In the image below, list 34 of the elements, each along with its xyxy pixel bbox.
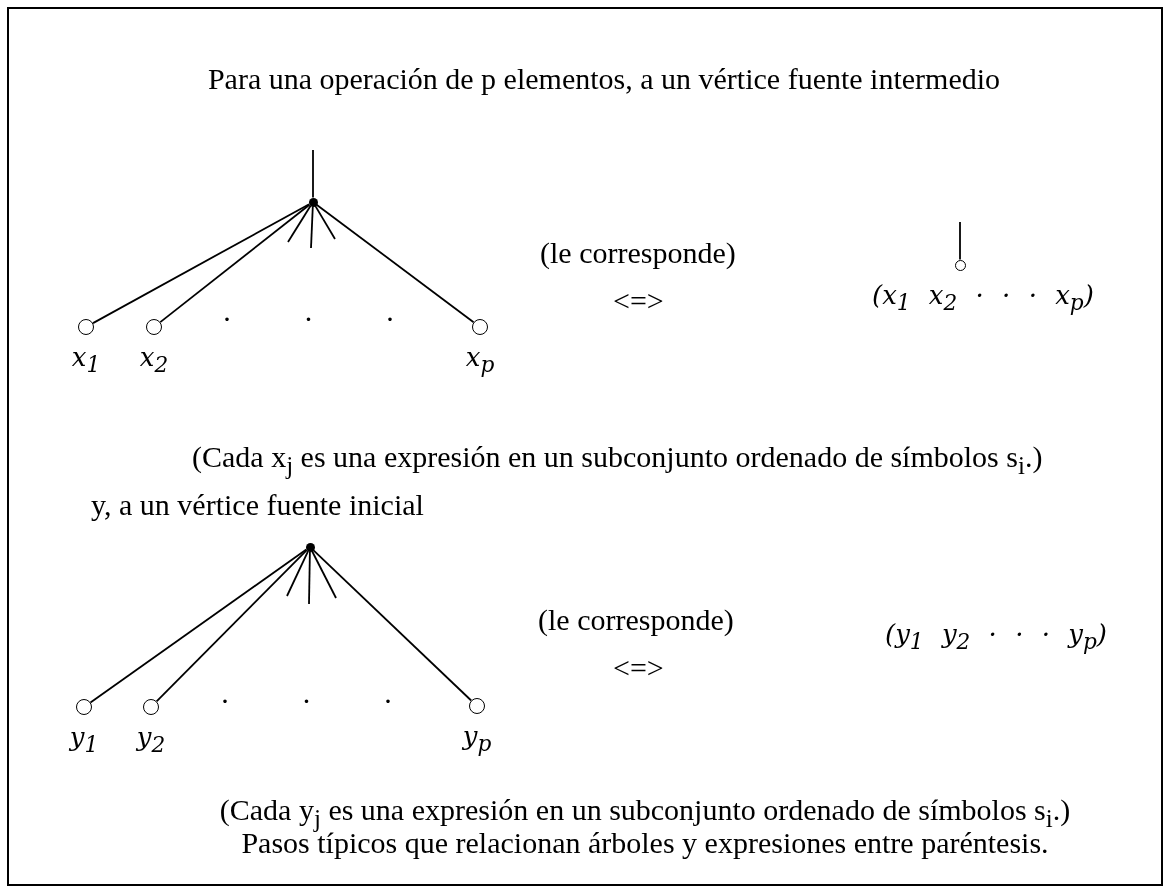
annotation-text: (le corresponde) (540, 236, 736, 270)
ellipsis-dots: · · · (222, 302, 395, 336)
branch-stub (959, 221, 961, 261)
ellipsis-dots: · · · (220, 684, 393, 718)
tree-edge (92, 203, 310, 324)
variable-label: x$_{2}$ (138, 341, 170, 380)
equivalence-symbol: <=> (613, 651, 664, 685)
variable-label: y$_{p}$ (461, 720, 493, 759)
equivalence-symbol: <=> (613, 284, 664, 318)
expression-text: (x$_{1}$ x$_{2}$ · · · x$_{p}$) (872, 280, 1094, 316)
variable-label: y$_{1}$ (68, 721, 100, 760)
title: Para una operación de p elementos, a un vértice fuente intermedio (207, 62, 1001, 96)
note-text: (Cada x$_{j}$ es una expresión en un subconjunto ordenado de símbolos s$_{i}$.) (192, 440, 1043, 480)
tree-edge (89, 548, 308, 704)
branch-stub (312, 149, 314, 199)
tree-edge (155, 549, 308, 703)
subheading-text: y, a un vértice fuente inicial (91, 488, 424, 522)
vertex-dot (308, 197, 318, 207)
tree-edge (159, 203, 311, 323)
vertex-circle (954, 259, 966, 271)
annotation-text: (le corresponde) (538, 603, 734, 637)
variable-label: y$_{2}$ (135, 721, 167, 760)
branch-stub (310, 205, 314, 249)
variable-label: x$_{p}$ (464, 341, 496, 380)
vertex-dot (305, 542, 315, 552)
branch-stub (311, 550, 337, 599)
branch-stub (287, 204, 312, 243)
expression-text: (y$_{1}$ y$_{2}$ · · · y$_{p}$) (885, 619, 1107, 655)
tree-edge (312, 549, 473, 702)
tree-edge (315, 203, 475, 324)
branch-stub (286, 550, 309, 597)
variable-label: x$_{1}$ (70, 341, 102, 380)
branch-stub (314, 205, 336, 240)
branch-stub (308, 550, 311, 605)
